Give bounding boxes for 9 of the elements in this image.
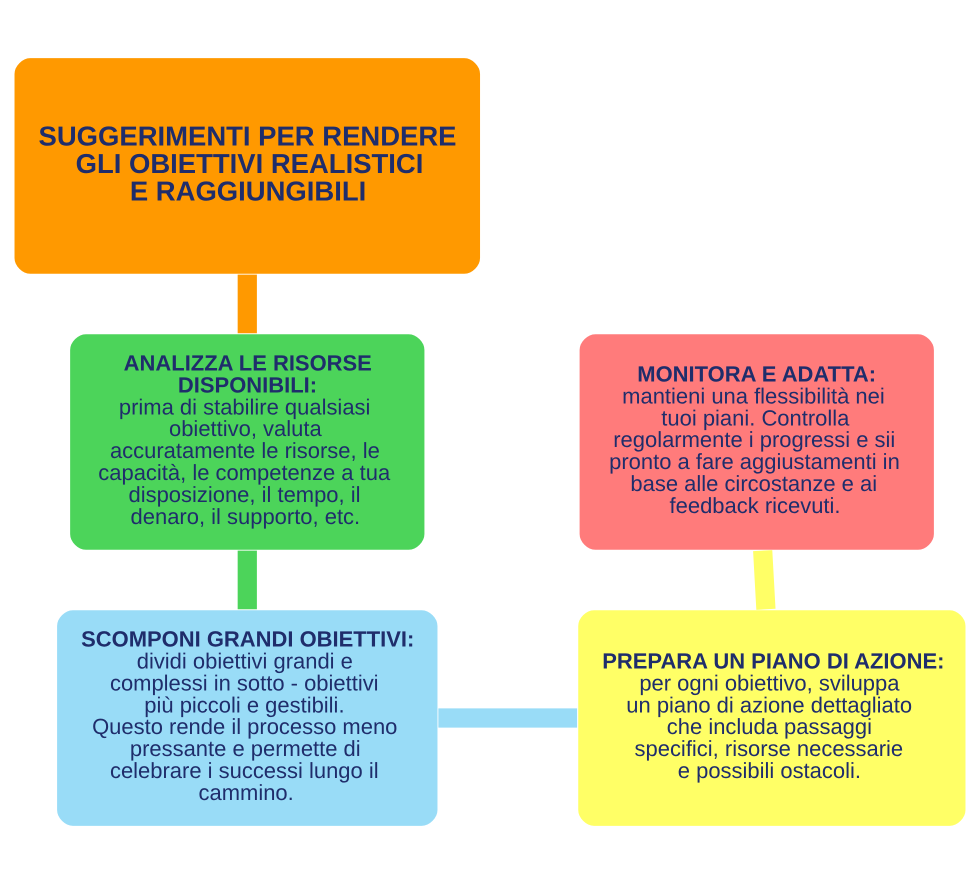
node-box: SCOMPONI GRANDI OBIETTIVI: dividi obiettivi grandi e complessi in sotto - obiettivi più piccoli e gestibili. Questo rende il processo meno pressante e permette di celebrare i successi lungo il cammino. [56,608,439,827]
connector [238,550,257,609]
node-box: PREPARA UN PIANO DI AZIONE: per ogni obiettivo, sviluppa un piano di azione dettagliato che includa passaggi specifici, risorse necessarie e possibili ostacoli. [576,608,967,827]
connector [753,550,776,610]
connector [238,274,257,333]
node-box: SUGGERIMENTI PER RENDERE GLI OBIETTIVI REALISTICI E RAGGIUNGIBILI [13,56,482,275]
node-box: MONITORA E ADATTA: mantieni una flessibilità nei tuoi piani. Controlla regolarmente i progressi e sii pronto a fare aggiustamenti in base alle circostanze e ai feedback ricevuti. [578,332,936,551]
connector [438,708,578,728]
node-box: ANALIZZA LE RISORSE DISPONIBILI: prima di stabilire qualsiasi obiettivo, valuta accuratamente le risorse, le capacità, le competenze a tua disposizione, il tempo, il denaro, il supporto, etc. [68,332,426,551]
